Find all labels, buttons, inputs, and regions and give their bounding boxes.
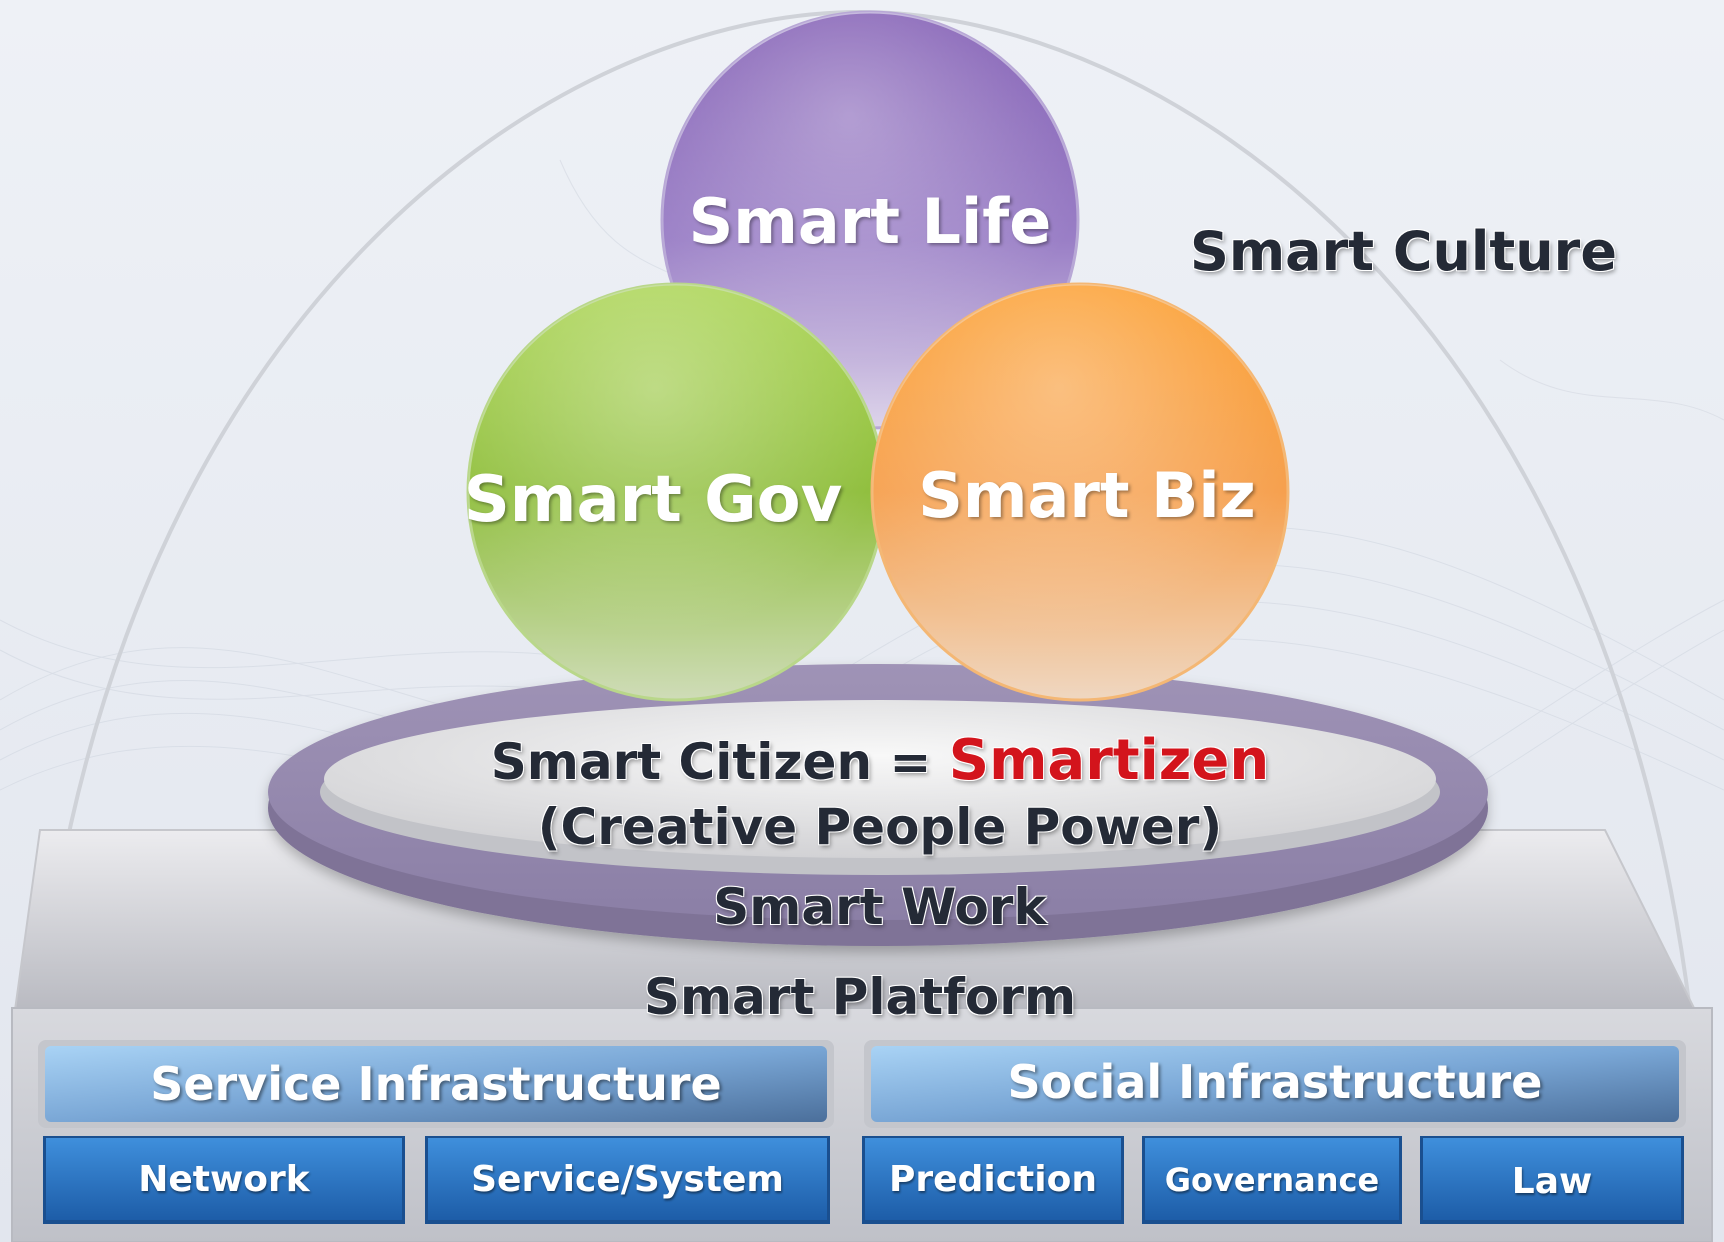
smart-gov-label: Smart Gov	[463, 463, 843, 537]
tile-prediction: Prediction	[889, 1159, 1097, 1200]
citizen-disc-stack	[268, 664, 1488, 946]
tile-service-system: Service/System	[471, 1159, 784, 1200]
circle-smart-biz	[870, 282, 1290, 702]
smart-life-label: Smart Life	[688, 185, 1052, 258]
tile-network: Network	[138, 1159, 310, 1200]
service-infrastructure-label: Service Infrastructure	[150, 1057, 722, 1111]
circle-smart-gov	[466, 282, 886, 702]
smart-biz-label: Smart Biz	[918, 459, 1256, 532]
service-infrastructure-panel	[38, 1040, 834, 1128]
tile-governance: Governance	[1164, 1161, 1380, 1199]
social-infrastructure-label: Social Infrastructure	[1007, 1055, 1543, 1109]
smart-citizen-line: Smart Citizen = Smartizen	[480, 728, 1280, 793]
smart-work-label: Smart Work	[713, 878, 1047, 936]
creative-people-power-label: (Creative People Power)	[537, 798, 1223, 856]
social-infrastructure-panel	[864, 1040, 1686, 1128]
tile-law: Law	[1511, 1161, 1593, 1202]
tile-row	[43, 1136, 1684, 1224]
smart-culture-label: Smart Culture	[1190, 220, 1617, 283]
smartizen-highlight: Smartizen	[948, 728, 1270, 793]
smart-platform-label: Smart Platform	[643, 968, 1077, 1026]
citizen-prefix: Smart Citizen =	[490, 733, 949, 791]
